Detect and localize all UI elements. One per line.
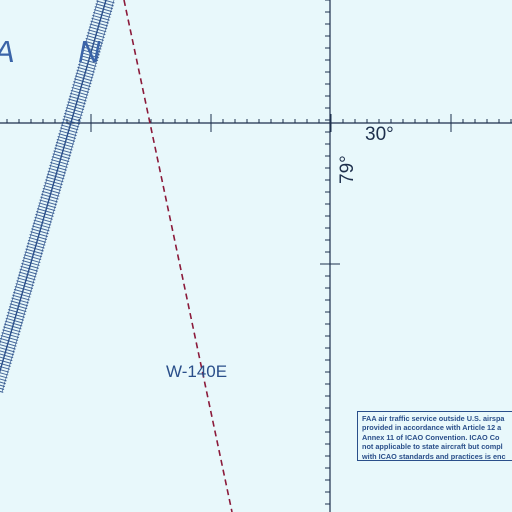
airway-band	[0, 0, 115, 395]
restricted-area-boundary	[123, 0, 233, 512]
notice-line: with ICAO standards and practices is enc	[362, 451, 506, 461]
restricted-area-label: W-140E	[166, 362, 228, 381]
notice-line: FAA air traffic service outside U.S. air…	[362, 414, 505, 423]
longitude-minute-label: 30°	[365, 124, 394, 145]
latitude-degree-label: 79°	[337, 155, 358, 184]
latitude-ticks	[6, 114, 512, 132]
faa-notice-box: FAA air traffic service outside U.S. air…	[357, 411, 512, 461]
notice-line: Annex 11 of ICAO Convention. ICAO Co	[362, 432, 500, 442]
notice-line: provided in accordance with Article 12 a	[362, 423, 502, 433]
notice-line: not applicable to state aircraft but com…	[362, 442, 503, 452]
ocean-label: A N	[0, 34, 129, 69]
longitude-ticks	[320, 0, 340, 505]
